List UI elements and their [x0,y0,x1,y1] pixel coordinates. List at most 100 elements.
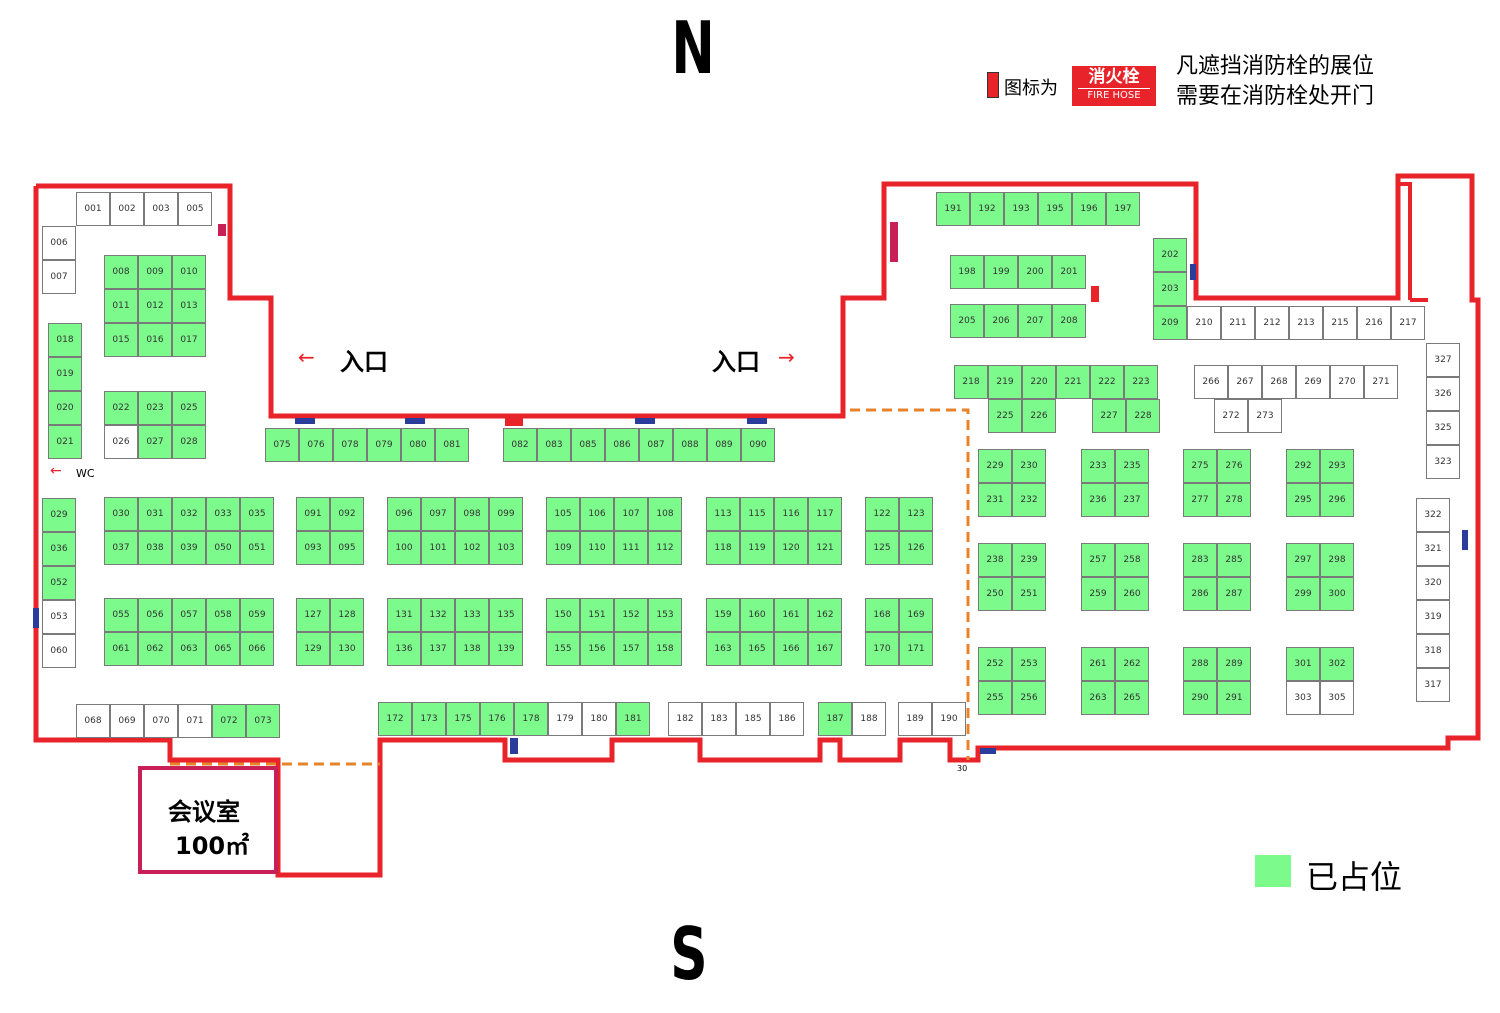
booth-253[interactable]: 253 [1012,647,1046,681]
booth-012[interactable]: 012 [138,289,172,323]
booth-093[interactable]: 093 [296,531,330,565]
booth-298[interactable]: 298 [1320,543,1354,577]
booth-322[interactable]: 322 [1416,498,1450,532]
booth-196[interactable]: 196 [1072,192,1106,226]
booth-183[interactable]: 183 [702,702,736,736]
booth-225[interactable]: 225 [988,399,1022,433]
booth-098[interactable]: 098 [455,497,489,531]
booth-176[interactable]: 176 [480,702,514,736]
booth-189[interactable]: 189 [898,702,932,736]
booth-260[interactable]: 260 [1115,577,1149,611]
booth-301[interactable]: 301 [1286,647,1320,681]
booth-131[interactable]: 131 [387,598,421,632]
booth-063[interactable]: 063 [172,632,206,666]
booth-039[interactable]: 039 [172,531,206,565]
booth-276[interactable]: 276 [1217,449,1251,483]
booth-198[interactable]: 198 [950,255,984,289]
booth-272[interactable]: 272 [1214,399,1248,433]
booth-223[interactable]: 223 [1124,365,1158,399]
booth-206[interactable]: 206 [984,304,1018,338]
booth-257[interactable]: 257 [1081,543,1115,577]
booth-059[interactable]: 059 [240,598,274,632]
booth-092[interactable]: 092 [330,497,364,531]
booth-112[interactable]: 112 [648,531,682,565]
booth-186[interactable]: 186 [770,702,804,736]
booth-128[interactable]: 128 [330,598,364,632]
booth-303[interactable]: 303 [1286,681,1320,715]
booth-079[interactable]: 079 [367,428,401,462]
booth-181[interactable]: 181 [616,702,650,736]
booth-193[interactable]: 193 [1004,192,1038,226]
booth-321[interactable]: 321 [1416,532,1450,566]
booth-062[interactable]: 062 [138,632,172,666]
booth-231[interactable]: 231 [978,483,1012,517]
booth-327[interactable]: 327 [1426,343,1460,377]
booth-268[interactable]: 268 [1262,365,1296,399]
booth-203[interactable]: 203 [1153,272,1187,306]
booth-065[interactable]: 065 [206,632,240,666]
booth-291[interactable]: 291 [1217,681,1251,715]
booth-033[interactable]: 033 [206,497,240,531]
booth-037[interactable]: 037 [104,531,138,565]
booth-009[interactable]: 009 [138,255,172,289]
booth-076[interactable]: 076 [299,428,333,462]
booth-157[interactable]: 157 [614,632,648,666]
booth-058[interactable]: 058 [206,598,240,632]
booth-250[interactable]: 250 [978,577,1012,611]
booth-271[interactable]: 271 [1364,365,1398,399]
booth-107[interactable]: 107 [614,497,648,531]
booth-275[interactable]: 275 [1183,449,1217,483]
booth-178[interactable]: 178 [514,702,548,736]
booth-182[interactable]: 182 [668,702,702,736]
booth-090[interactable]: 090 [741,428,775,462]
booth-105[interactable]: 105 [546,497,580,531]
booth-297[interactable]: 297 [1286,543,1320,577]
booth-165[interactable]: 165 [740,632,774,666]
booth-200[interactable]: 200 [1018,255,1052,289]
booth-172[interactable]: 172 [378,702,412,736]
booth-081[interactable]: 081 [435,428,469,462]
booth-218[interactable]: 218 [954,365,988,399]
booth-162[interactable]: 162 [808,598,842,632]
booth-052[interactable]: 052 [42,566,76,600]
booth-036[interactable]: 036 [42,532,76,566]
booth-169[interactable]: 169 [899,598,933,632]
booth-127[interactable]: 127 [296,598,330,632]
booth-116[interactable]: 116 [774,497,808,531]
booth-205[interactable]: 205 [950,304,984,338]
booth-180[interactable]: 180 [582,702,616,736]
booth-255[interactable]: 255 [978,681,1012,715]
booth-095[interactable]: 095 [330,531,364,565]
booth-285[interactable]: 285 [1217,543,1251,577]
booth-212[interactable]: 212 [1255,306,1289,340]
booth-232[interactable]: 232 [1012,483,1046,517]
booth-071[interactable]: 071 [178,704,212,738]
booth-259[interactable]: 259 [1081,577,1115,611]
booth-216[interactable]: 216 [1357,306,1391,340]
booth-008[interactable]: 008 [104,255,138,289]
booth-005[interactable]: 005 [178,192,212,226]
booth-277[interactable]: 277 [1183,483,1217,517]
booth-013[interactable]: 013 [172,289,206,323]
booth-117[interactable]: 117 [808,497,842,531]
booth-323[interactable]: 323 [1426,445,1460,479]
booth-035[interactable]: 035 [240,497,274,531]
booth-238[interactable]: 238 [978,543,1012,577]
booth-016[interactable]: 016 [138,323,172,357]
booth-192[interactable]: 192 [970,192,1004,226]
booth-085[interactable]: 085 [571,428,605,462]
booth-209[interactable]: 209 [1153,306,1187,340]
booth-229[interactable]: 229 [978,449,1012,483]
booth-100[interactable]: 100 [387,531,421,565]
booth-023[interactable]: 023 [138,391,172,425]
booth-300[interactable]: 300 [1320,577,1354,611]
booth-293[interactable]: 293 [1320,449,1354,483]
booth-227[interactable]: 227 [1092,399,1126,433]
booth-103[interactable]: 103 [489,531,523,565]
booth-150[interactable]: 150 [546,598,580,632]
booth-108[interactable]: 108 [648,497,682,531]
booth-061[interactable]: 061 [104,632,138,666]
booth-109[interactable]: 109 [546,531,580,565]
booth-191[interactable]: 191 [936,192,970,226]
booth-179[interactable]: 179 [548,702,582,736]
